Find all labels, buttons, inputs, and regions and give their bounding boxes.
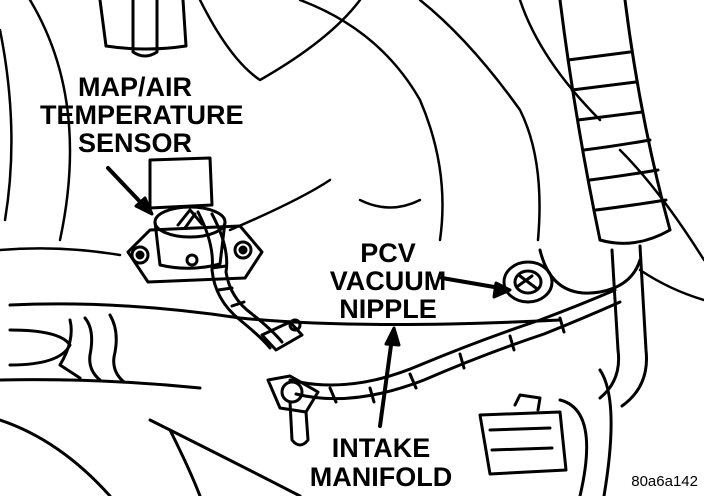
map-label-line-2: TEMPERATURE xyxy=(40,100,244,130)
map-air-temperature-sensor-label: MAP/AIR TEMPERATURE SENSOR xyxy=(40,72,244,158)
pcv-nipple xyxy=(502,248,642,304)
pcv-label-line-2: VACUUM xyxy=(329,266,447,296)
map-label-line-3: SENSOR xyxy=(77,128,193,158)
top-pipe xyxy=(98,0,188,58)
pcv-label-line-3: NIPPLE xyxy=(339,294,437,324)
intake-label-line-2: MANIFOLD xyxy=(309,462,453,492)
pcv-label-line-1: PCV xyxy=(360,238,416,268)
lower-connector xyxy=(266,374,320,447)
sensor-wire xyxy=(196,210,304,352)
intake-manifold-leader xyxy=(378,326,401,428)
vacuum-hose xyxy=(288,288,622,404)
corrugated-duct xyxy=(558,0,672,408)
map-label-line-1: MAP/AIR xyxy=(78,72,192,102)
bottom-right-connector xyxy=(478,368,613,496)
intake-manifold xyxy=(0,302,562,496)
map-sensor xyxy=(126,156,264,284)
pcv-vacuum-nipple-label: PCV VACUUM NIPPLE xyxy=(318,240,458,324)
intake-manifold-label: INTAKE MANIFOLD xyxy=(296,435,466,493)
figure-code: 80a6a142 xyxy=(631,473,698,490)
left-hose-clamp xyxy=(83,313,126,384)
pcv-nipple-leader xyxy=(440,276,512,299)
intake-label-line-1: INTAKE xyxy=(331,433,431,463)
map-sensor-leader xyxy=(106,166,154,216)
